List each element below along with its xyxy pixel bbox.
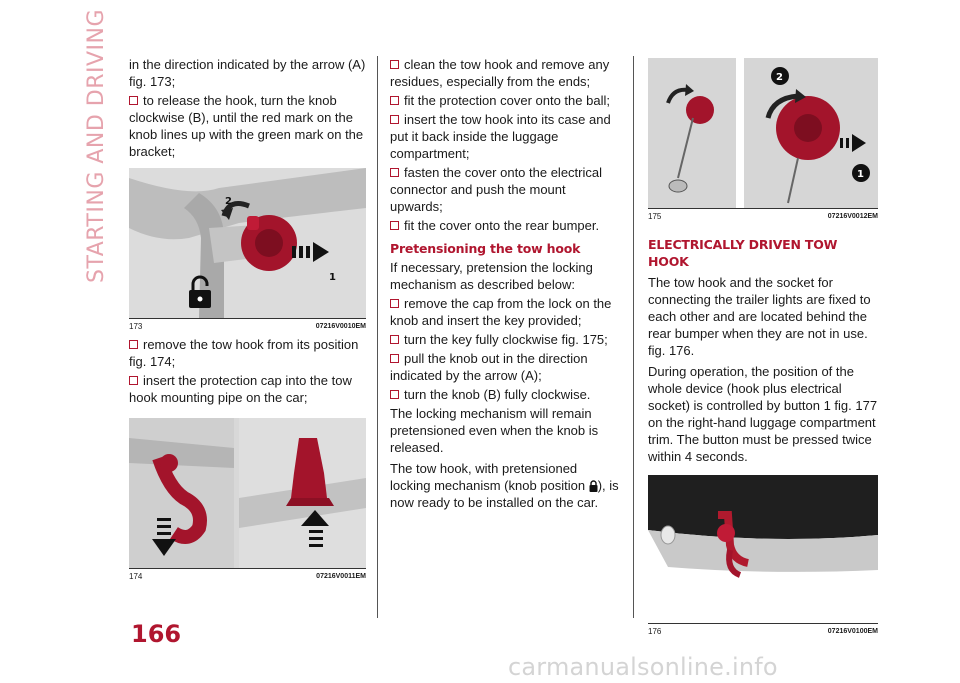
svg-text:1: 1 [857, 169, 864, 180]
list-item: turn the key fully clockwise fig. 175; [390, 331, 620, 348]
list-item: pull the knob out in the direction indic… [390, 351, 588, 383]
figure-caption: 173 07216V0010EM [129, 318, 366, 332]
figure-code: 07216V0100EM [827, 628, 878, 635]
checkbox-bullet-icon [129, 376, 138, 385]
list-item: fasten the cover onto the electrical con… [390, 165, 603, 214]
figure-image [648, 475, 878, 623]
figure-174: 174 07216V0011EM [129, 418, 366, 582]
list-item: insert the protection cap into the tow h… [129, 373, 352, 405]
checkbox-bullet-icon [390, 60, 399, 69]
locked-padlock-icon [589, 480, 598, 492]
figure-caption: 175 07216V0012EM [648, 208, 878, 222]
list-item: fit the cover onto the rear bumper. [390, 217, 620, 234]
checkbox-bullet-icon [390, 299, 399, 308]
list-item: clean the tow hook and remove any residu… [390, 57, 610, 89]
tow-hook-release-illustration: 2 1 [129, 168, 366, 318]
figure-code: 07216V0012EM [827, 213, 878, 220]
column-middle: clean the tow hook and remove any residu… [390, 56, 620, 513]
figure-number: 176 [648, 627, 662, 636]
list-item: turn the knob (B) fully clockwise. [390, 386, 620, 403]
checkbox-bullet-icon [390, 221, 399, 230]
list-item: fit the protection cover onto the ball; [390, 92, 620, 109]
figure-number: 175 [648, 212, 662, 221]
column-divider [377, 56, 378, 618]
checkbox-bullet-icon [390, 335, 399, 344]
section-heading: Pretensioning the tow hook [390, 241, 581, 256]
figure-175: 2 1 175 07216V0012EM [648, 58, 878, 222]
paragraph: in the direction indicated by the arrow … [129, 57, 366, 89]
column-right: 2 1 175 07216V0012EM ELECTRICALLY DRIVEN… [648, 56, 878, 641]
knob-pretension-illustration: 2 1 [648, 58, 878, 208]
figure-caption: 176 07216V0100EM [648, 623, 878, 637]
tow-hook-removal-illustration [129, 418, 366, 568]
paragraph: The tow hook and the socket for connecti… [648, 275, 871, 358]
electric-tow-hook-illustration [648, 475, 878, 623]
section-heading: ELECTRICALLY DRIVEN TOW HOOK [648, 237, 838, 269]
figure-caption: 174 07216V0011EM [129, 568, 366, 582]
page-number: 166 [131, 620, 182, 648]
checkbox-bullet-icon [390, 168, 399, 177]
column-divider [633, 56, 634, 618]
figure-number: 173 [129, 322, 143, 331]
paragraph: The locking mechanism will remain preten… [390, 406, 599, 455]
figure-173: 2 1 173 07216V0010EM [129, 168, 366, 332]
figure-code: 07216V0011EM [316, 573, 366, 580]
checkbox-bullet-icon [390, 96, 399, 105]
svg-text:2: 2 [776, 72, 783, 83]
figure-image: 2 1 [129, 168, 366, 318]
svg-text:1: 1 [329, 272, 336, 283]
checkbox-bullet-icon [390, 390, 399, 399]
list-item: remove the tow hook from its position fi… [129, 337, 359, 369]
watermark-text: carmanualsonline.info [508, 653, 778, 681]
checkbox-bullet-icon [390, 354, 399, 363]
figure-176: 176 07216V0100EM [648, 475, 878, 637]
paragraph: The tow hook, with pretensioned locking … [390, 461, 619, 510]
list-item: insert the tow hook into its case and pu… [390, 112, 611, 161]
column-left: in the direction indicated by the arrow … [129, 56, 366, 586]
figure-code: 07216V0010EM [315, 323, 366, 330]
list-item: to release the hook, turn the knob clock… [129, 93, 364, 159]
paragraph: If necessary, pretension the locking mec… [390, 260, 593, 292]
figure-image [129, 418, 366, 568]
list-item: remove the cap from the lock on the knob… [390, 296, 612, 328]
paragraph: During operation, the position of the wh… [648, 364, 878, 464]
section-side-title: STARTING AND DRIVING [84, 8, 109, 283]
checkbox-bullet-icon [129, 340, 138, 349]
svg-text:2: 2 [225, 196, 232, 207]
checkbox-bullet-icon [390, 115, 399, 124]
checkbox-bullet-icon [129, 96, 138, 105]
figure-image: 2 1 [648, 58, 878, 208]
figure-number: 174 [129, 572, 143, 581]
